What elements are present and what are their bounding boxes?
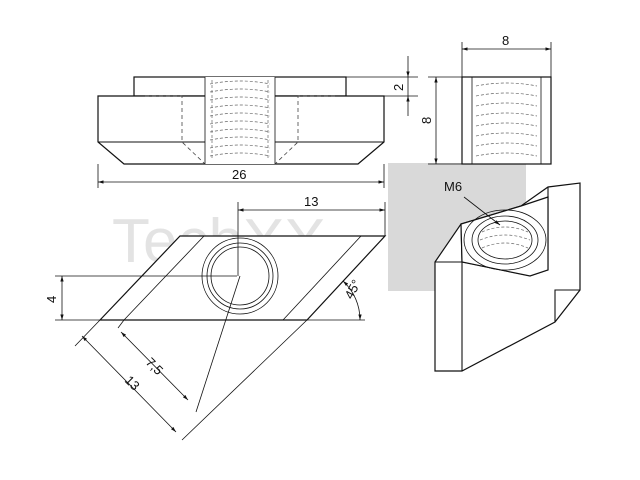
dim-13-diag: 13 bbox=[122, 373, 143, 394]
end-body bbox=[461, 76, 552, 165]
dim-angle: 45° bbox=[341, 277, 363, 301]
dim-13-top: 13 bbox=[304, 194, 318, 209]
top-inner-left bbox=[123, 235, 205, 321]
dim-4: 4 bbox=[44, 296, 59, 303]
iso-hole-outer bbox=[463, 209, 547, 271]
top-inner-right bbox=[282, 235, 362, 321]
front-thread bbox=[209, 80, 271, 160]
dim-8-width: 8 bbox=[502, 33, 509, 48]
end-thread bbox=[475, 82, 538, 157]
iso-hole-mid bbox=[471, 215, 539, 265]
dim-26: 26 bbox=[232, 167, 246, 182]
dim-2: 2 bbox=[391, 84, 406, 91]
iso-hole-inner bbox=[477, 220, 533, 260]
iso-view: M6 bbox=[434, 179, 581, 372]
front-view: 26 2 bbox=[97, 56, 418, 188]
dim-8-height: 8 bbox=[419, 117, 434, 124]
front-hidden-left bbox=[145, 95, 206, 165]
top-view: 13 4 45° 7,5 13 bbox=[44, 194, 387, 441]
label-m6: M6 bbox=[444, 179, 462, 194]
end-view: 8 8 bbox=[419, 33, 552, 165]
front-hidden-right bbox=[274, 95, 335, 165]
iso-thread bbox=[479, 226, 531, 249]
